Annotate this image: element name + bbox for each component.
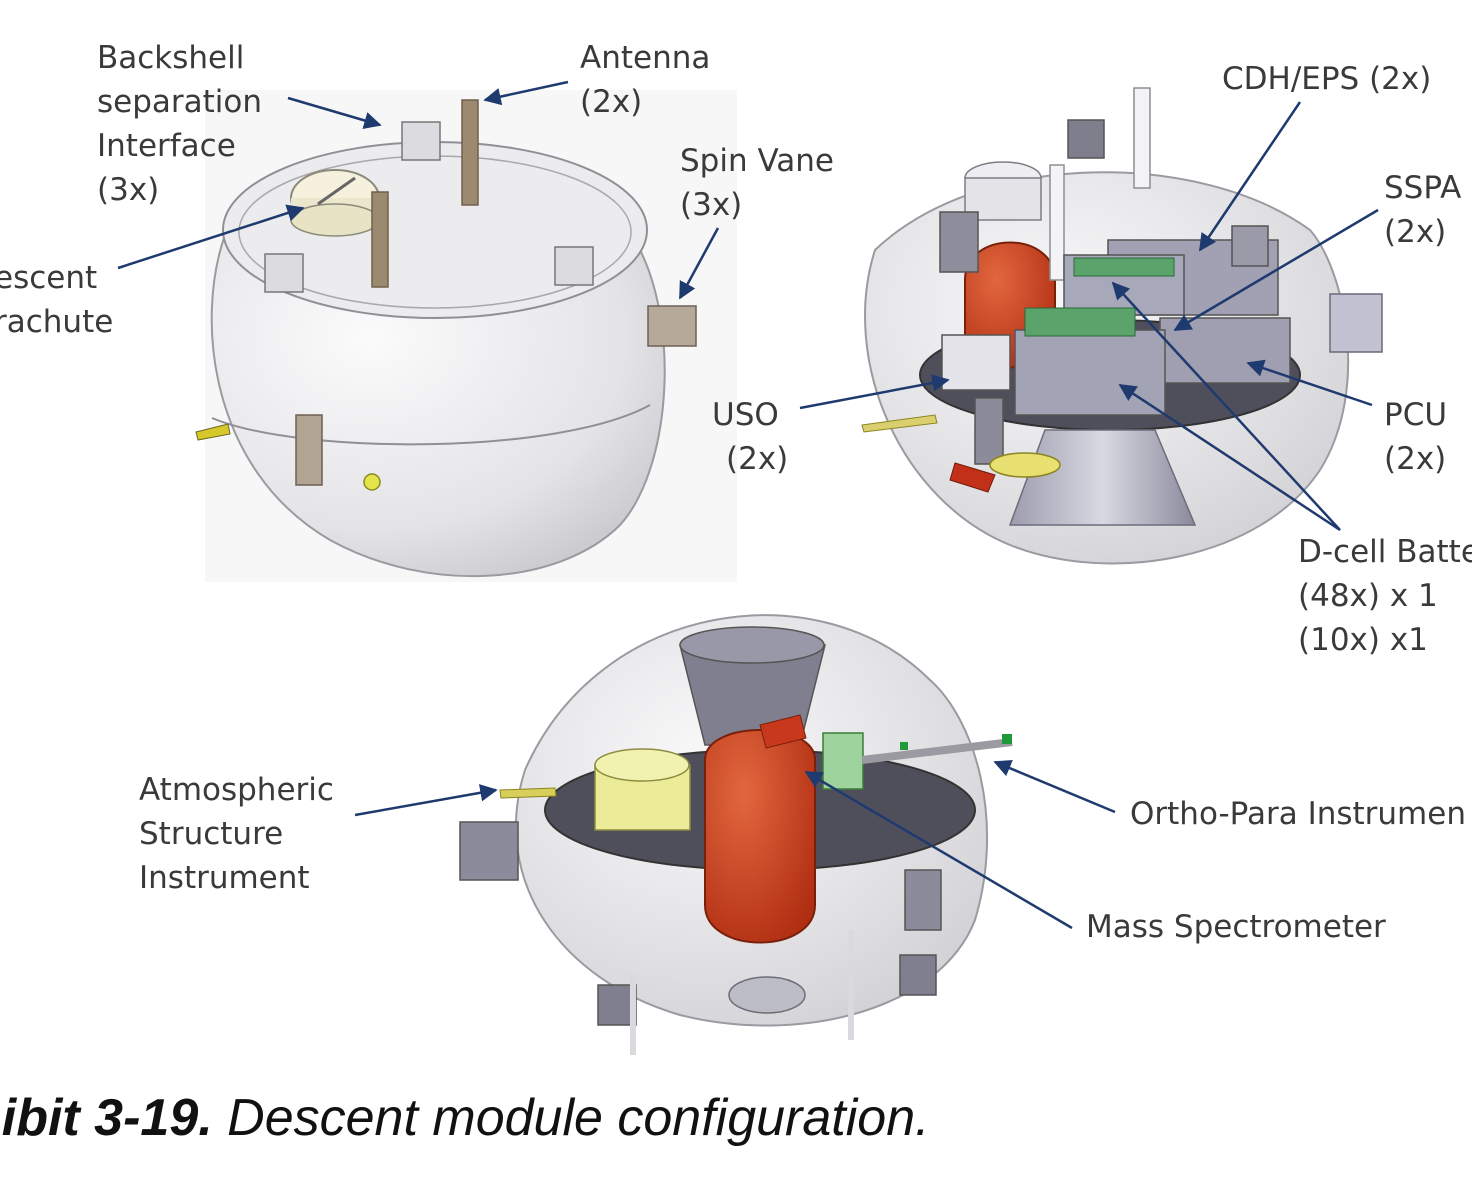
- label-ortho-para-instrument: Ortho-Para Instrumen: [1130, 796, 1466, 832]
- label-antenna: Antenna (2x): [580, 40, 711, 120]
- arrow-sspa: [1173, 208, 1379, 332]
- arrow-pcu: [1246, 359, 1373, 407]
- label-dcell-batteries: D-cell Batte (48x) x 1 (10x) x1: [1298, 534, 1472, 658]
- label-backshell-separation: Backshell separation Interface (3x): [97, 40, 263, 208]
- arrow-antenna: [483, 80, 569, 106]
- label-descent-parachute: escent rachute: [0, 260, 114, 340]
- closed-module-illustration: [195, 90, 737, 582]
- figure-caption: hibit 3-19. Descent module configuration…: [0, 1088, 930, 1148]
- bottom-module-illustration: [459, 614, 1013, 1055]
- label-uso: USO (2x): [712, 397, 789, 477]
- arrow-parachute: [117, 204, 305, 270]
- caption-text: Descent module configuration.: [212, 1089, 930, 1147]
- label-cdh-eps: CDH/EPS (2x): [1222, 61, 1432, 97]
- caption-number: hibit 3-19.: [0, 1089, 213, 1147]
- label-mass-spectrometer: Mass Spectrometer: [1086, 909, 1386, 945]
- arrow-asi: [354, 784, 498, 817]
- arrow-ortho-para: [993, 759, 1116, 814]
- label-sspa: SSPA (2x): [1384, 170, 1462, 250]
- arrow-cdh-eps: [1198, 101, 1302, 252]
- arrow-backshell: [287, 96, 382, 129]
- label-pcu: PCU (2x): [1384, 397, 1448, 477]
- arrow-dcell-1: [1111, 281, 1341, 531]
- label-atmospheric-structure-instrument: Atmospheric Structure Instrument: [139, 772, 334, 896]
- arrow-dcell-2: [1118, 383, 1341, 532]
- arrow-spin-vane: [678, 227, 720, 300]
- arrow-mass-spec: [804, 770, 1073, 930]
- label-spin-vane: Spin Vane (3x): [680, 143, 834, 223]
- leader-arrows: [117, 80, 1379, 930]
- cutaway-module-illustration: [861, 87, 1383, 565]
- arrow-uso: [799, 374, 950, 410]
